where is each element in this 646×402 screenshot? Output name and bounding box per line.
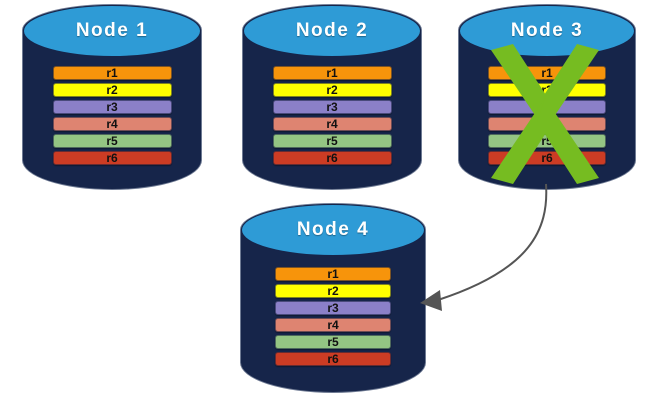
record-label: r6 xyxy=(541,151,553,165)
record-r5[interactable]: r5 xyxy=(52,134,172,148)
node-node1[interactable]: Node 1 r1 r2 r3 r4 r5 r6 xyxy=(22,4,202,190)
record-r1[interactable]: r1 xyxy=(275,267,391,281)
record-label: r2 xyxy=(541,83,553,97)
node-title: Node 3 xyxy=(510,20,584,41)
record-r2[interactable]: r2 xyxy=(52,83,172,97)
record-label: r1 xyxy=(106,66,118,80)
cylinder-top-ellipse: Node 3 xyxy=(459,5,635,57)
record-r1[interactable]: r1 xyxy=(52,66,172,80)
record-label: r4 xyxy=(541,117,553,131)
record-r6[interactable]: r6 xyxy=(52,151,172,165)
record-label: r1 xyxy=(327,267,339,281)
record-r2[interactable]: r2 xyxy=(275,284,391,298)
record-label: r5 xyxy=(326,134,338,148)
record-label: r3 xyxy=(326,100,338,114)
record-label: r4 xyxy=(106,117,118,131)
cylinder-top-ellipse: Node 2 xyxy=(243,5,421,57)
record-r6[interactable]: r6 xyxy=(488,151,606,165)
node-title: Node 1 xyxy=(75,20,149,41)
node-node3[interactable]: Node 3 r1 r2 r3 r4 r5 r6 xyxy=(458,4,636,190)
record-r6[interactable]: r6 xyxy=(275,352,391,366)
record-r5[interactable]: r5 xyxy=(275,335,391,349)
record-r2[interactable]: r2 xyxy=(488,83,606,97)
record-r1[interactable]: r1 xyxy=(272,66,392,80)
record-r6[interactable]: r6 xyxy=(272,151,392,165)
record-r4[interactable]: r4 xyxy=(272,117,392,131)
failover-arrow-icon xyxy=(420,183,548,311)
record-label: r3 xyxy=(327,301,339,315)
record-label: r5 xyxy=(541,134,553,148)
node-title: Node 4 xyxy=(296,219,370,240)
record-label: r6 xyxy=(326,151,338,165)
cylinder-top-ellipse: Node 1 xyxy=(23,5,201,57)
record-label: r5 xyxy=(106,134,118,148)
record-r2[interactable]: r2 xyxy=(272,83,392,97)
record-label: r4 xyxy=(326,117,338,131)
record-label: r6 xyxy=(106,151,118,165)
record-label: r2 xyxy=(106,83,118,97)
record-r3[interactable]: r3 xyxy=(52,100,172,114)
record-stack: r1 r2 r3 r4 r5 r6 xyxy=(458,66,636,168)
record-r4[interactable]: r4 xyxy=(488,117,606,131)
record-r3[interactable]: r3 xyxy=(275,301,391,315)
record-label: r5 xyxy=(327,335,339,349)
record-label: r3 xyxy=(541,100,553,114)
record-label: r3 xyxy=(106,100,118,114)
record-label: r2 xyxy=(326,83,338,97)
record-label: r4 xyxy=(327,318,339,332)
arrow-curve xyxy=(437,183,548,301)
record-r5[interactable]: r5 xyxy=(272,134,392,148)
record-r3[interactable]: r3 xyxy=(488,100,606,114)
record-label: r6 xyxy=(327,352,339,366)
cylinder-top-ellipse: Node 4 xyxy=(241,204,425,256)
record-label: r2 xyxy=(327,284,339,298)
record-r1[interactable]: r1 xyxy=(488,66,606,80)
record-stack: r1 r2 r3 r4 r5 r6 xyxy=(242,66,422,168)
record-r4[interactable]: r4 xyxy=(52,117,172,131)
node-node4[interactable]: Node 4 r1 r2 r3 r4 r5 r6 xyxy=(240,203,426,393)
record-stack: r1 r2 r3 r4 r5 r6 xyxy=(22,66,202,168)
node-title: Node 2 xyxy=(295,20,369,41)
record-label: r1 xyxy=(326,66,338,80)
node-node2[interactable]: Node 2 r1 r2 r3 r4 r5 r6 xyxy=(242,4,422,190)
record-stack: r1 r2 r3 r4 r5 r6 xyxy=(240,267,426,369)
record-r5[interactable]: r5 xyxy=(488,134,606,148)
record-r3[interactable]: r3 xyxy=(272,100,392,114)
record-label: r1 xyxy=(541,66,553,80)
record-r4[interactable]: r4 xyxy=(275,318,391,332)
